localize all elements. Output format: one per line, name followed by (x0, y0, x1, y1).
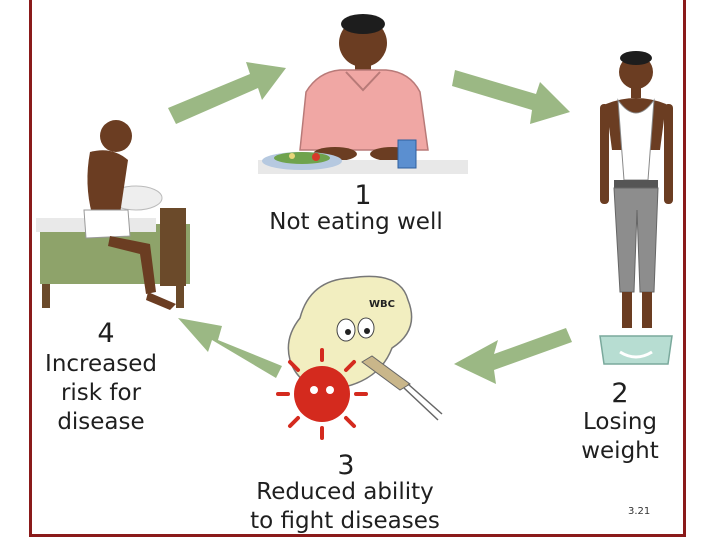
step-4-label-line-2: risk for (60, 380, 142, 406)
step-1-label: Not eating well (269, 209, 443, 235)
step-2-label: Losing weight (560, 408, 680, 466)
wbc-label: WBC (369, 299, 395, 310)
step-1-number: 1 (354, 180, 372, 211)
step-3-number: 3 (337, 450, 355, 481)
arrow-1-to-2 (452, 70, 570, 124)
step-4-label: Increased risk for disease (36, 350, 166, 437)
arrow-2-to-3 (454, 328, 572, 384)
arrow-4-to-1 (168, 62, 286, 124)
step-3-label: Reduced ability to fight diseases (230, 478, 460, 536)
step-2-label-line-1: Losing (582, 409, 658, 435)
step-2-number: 2 (611, 378, 629, 409)
step-3-label-line-1: Reduced ability (256, 479, 434, 505)
step-3-label-line-2: to fight diseases (250, 508, 440, 534)
arrow-3-to-4 (178, 318, 282, 378)
step-4-number: 4 (97, 318, 115, 349)
step-4-label-line-1: Increased (45, 351, 157, 377)
step-2-label-line-2: weight (581, 438, 659, 464)
wbc-virus-illustration (276, 275, 443, 440)
page-number: 3.21 (628, 506, 651, 517)
thin-man-illustration (599, 51, 673, 365)
man-eating-illustration (258, 14, 468, 174)
step-4-label-line-3: disease (57, 409, 145, 435)
sick-man-illustration (36, 120, 190, 310)
